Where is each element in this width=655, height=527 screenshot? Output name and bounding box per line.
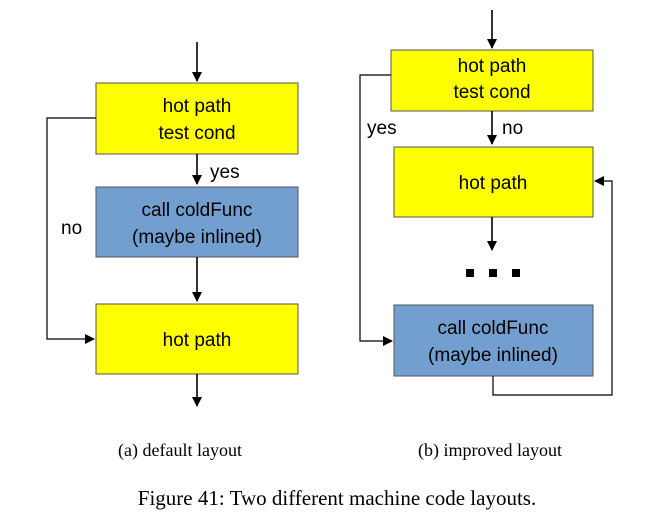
ellipsis-dots [466, 269, 520, 277]
layout-b: hot path test cond no yes hot path call … [359, 10, 613, 461]
edge-b-no-label: no [502, 118, 523, 139]
box-a-hot-path-label: hot path [163, 330, 232, 351]
box-a-call-coldfunc [95, 186, 299, 258]
box-b-hot-test-line2: test cond [453, 82, 530, 103]
edge-a-no-label: no [61, 218, 82, 239]
edge-b-yes [359, 74, 393, 346]
edge-b-yes-label: yes [367, 118, 397, 139]
box-b-hot-path-label: hot path [459, 173, 528, 194]
edge-b-return-loop [492, 176, 613, 396]
box-a-call-line1: call coldFunc [142, 200, 253, 221]
layout-a: hot path test cond yes call coldFunc (ma… [46, 42, 299, 461]
box-b-hot-test-line1: hot path [458, 56, 527, 77]
edge-a-yes-label: yes [210, 162, 240, 183]
box-a-hot-path [95, 303, 299, 375]
box-b-call-line1: call coldFunc [438, 318, 549, 339]
box-b-hot-test [390, 49, 594, 112]
edge-a-no [46, 117, 96, 344]
box-b-hot-path [393, 146, 594, 218]
box-a-call-line2: (maybe inlined) [132, 227, 262, 248]
box-a-hot-test-line2: test cond [158, 123, 235, 144]
caption-a: (a) default layout [118, 440, 242, 461]
box-b-call-coldfunc [393, 304, 594, 377]
box-b-call-line2: (maybe inlined) [428, 345, 558, 366]
figure-caption: Figure 41: Two different machine code la… [138, 486, 536, 510]
box-a-hot-test-line1: hot path [163, 96, 232, 117]
caption-b: (b) improved layout [418, 440, 562, 461]
